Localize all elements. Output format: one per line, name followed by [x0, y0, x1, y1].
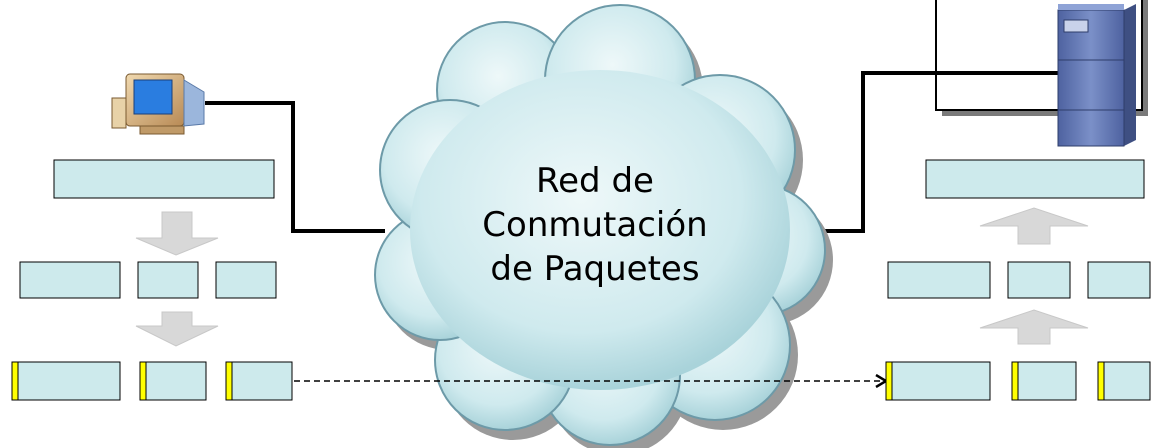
packet-header: [225, 361, 233, 401]
segment-block: [887, 261, 991, 299]
packet-header: [1011, 361, 1019, 401]
packet-header: [139, 361, 147, 401]
packet-header: [1097, 361, 1105, 401]
segmentation-arrow: [135, 211, 219, 256]
receiver-segments: [887, 261, 1151, 299]
packet-header: [11, 361, 19, 401]
server-tower-icon: [1057, 4, 1136, 147]
desktop-computer-icon: [111, 73, 205, 135]
sender-packets: [11, 361, 293, 401]
packet-block: [885, 361, 991, 401]
receiver-message-block: [925, 159, 1145, 199]
server-link-line: [815, 71, 1058, 233]
client-link-line: [205, 101, 385, 233]
packet-network-cloud: Red de Conmutación de Paquetes: [374, 4, 833, 448]
segment-block: [137, 261, 199, 299]
reassembly-arrow: [979, 207, 1089, 245]
packetization-arrow: [135, 311, 219, 347]
sender-message-block: [53, 159, 275, 199]
cloud-label-line1: Red de: [536, 161, 654, 201]
segment-block: [1007, 261, 1071, 299]
segment-block: [215, 261, 277, 299]
segment-block: [1087, 261, 1151, 299]
cloud-label-line2: Conmutación: [482, 205, 707, 245]
packet-block: [1097, 361, 1151, 401]
depacketization-arrow: [979, 309, 1089, 345]
packet-block: [139, 361, 207, 401]
packet-block: [225, 361, 293, 401]
sender-segments: [19, 261, 277, 299]
cloud-label-line3: de Paquetes: [490, 249, 699, 289]
packet-header: [885, 361, 893, 401]
packet-block: [1011, 361, 1077, 401]
receiver-packets: [885, 361, 1151, 401]
packet-block: [11, 361, 121, 401]
segment-block: [19, 261, 121, 299]
